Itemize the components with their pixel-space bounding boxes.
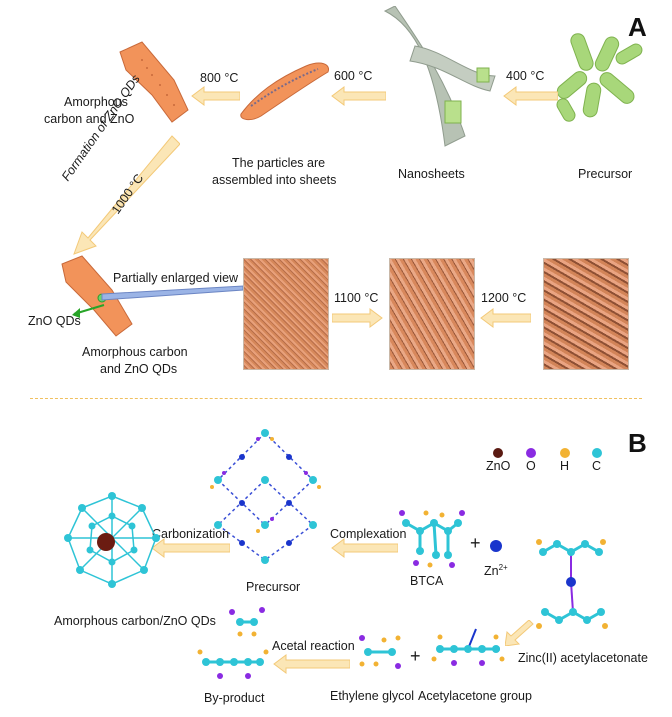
- atom-legend: ZnO O H C: [478, 448, 608, 478]
- legend-c: C: [592, 448, 602, 474]
- temp-1100: 1100 °C: [334, 291, 379, 305]
- temp-800: 800 °C: [200, 71, 239, 85]
- arrow-1200: [480, 308, 531, 328]
- temp-1200: 1200 °C: [481, 291, 527, 305]
- nanosheets-label: Nanosheets: [398, 167, 465, 181]
- arrow-1000-diagonal: [73, 135, 180, 255]
- particles-label-line2: assembled into sheets: [212, 173, 337, 187]
- zno-qds-label: ZnO QDs: [28, 314, 81, 328]
- partially-enlarged-label: Partially enlarged view: [113, 271, 239, 285]
- texture-1000: [243, 258, 329, 370]
- arrow-600: [331, 86, 386, 106]
- zn2-ion: [490, 540, 502, 552]
- amorph-carbon-zno-line1: Amorphous: [64, 95, 128, 109]
- amorph-qds-line1: Amorphous carbon: [82, 345, 188, 359]
- legend-zno: ZnO: [486, 448, 510, 474]
- texture-1200: [543, 258, 629, 370]
- arrow-acetal: [273, 654, 350, 674]
- zinc-acac-molecule: [536, 539, 608, 629]
- arrow-complexation: [331, 538, 398, 558]
- arrow-1100: [332, 308, 383, 328]
- assembled-sheet-image: [240, 62, 330, 121]
- amorphous-carbon-zno-image: [119, 41, 189, 123]
- zn2-label: Zn2+: [484, 563, 508, 579]
- temp-400: 400 °C: [506, 69, 545, 83]
- panel-divider: [30, 398, 642, 399]
- temp-600: 600 °C: [334, 69, 373, 83]
- arrow-800: [191, 86, 240, 106]
- btca-molecule: [399, 510, 465, 568]
- carbonization-label: Carbonization: [152, 527, 230, 541]
- precursor-tubes-image: [556, 33, 643, 122]
- arrow-down-diagonal: [505, 620, 534, 646]
- panel-b-letter: B: [628, 428, 647, 458]
- precursor-label: Precursor: [578, 167, 633, 181]
- ethylene-glycol-molecule: [359, 635, 401, 669]
- amorph-qds-line2: and ZnO QDs: [100, 362, 178, 376]
- plus-sign-1: +: [470, 533, 481, 553]
- by-product-molecule: [197, 607, 269, 679]
- precursor-b-label: Precursor: [246, 580, 301, 594]
- arrow-400: [503, 86, 558, 106]
- amorph-carbon-zno-qds-label: Amorphous carbon/ZnO QDs: [54, 614, 216, 628]
- panel-a-letter: A: [628, 12, 647, 42]
- acac-group-label: Acetylacetone group: [418, 689, 532, 703]
- acetal-reaction-label: Acetal reaction: [272, 639, 355, 653]
- precursor-network: [210, 429, 321, 564]
- btca-label: BTCA: [410, 574, 444, 588]
- zinc-acac-label: Zinc(II) acetylacetonate: [518, 651, 648, 665]
- nanosheets-image: [383, 6, 496, 147]
- legend-h: H: [560, 448, 570, 474]
- zno-qds-pointer: [72, 304, 105, 318]
- texture-1100: [389, 258, 475, 370]
- arrow-carbonization: [151, 538, 230, 558]
- particles-label-line1: The particles are: [232, 156, 326, 170]
- legend-o: O: [526, 448, 536, 474]
- acac-group-molecule: [431, 628, 505, 666]
- carbon-zno-cluster: [64, 492, 160, 588]
- ethylene-glycol-label: Ethylene glycol: [330, 689, 415, 703]
- amorph-carbon-zno-line2: carbon and ZnO: [44, 112, 135, 126]
- by-product-label: By-product: [204, 691, 265, 705]
- plus-sign-2: +: [410, 646, 421, 666]
- complexation-label: Complexation: [330, 527, 407, 541]
